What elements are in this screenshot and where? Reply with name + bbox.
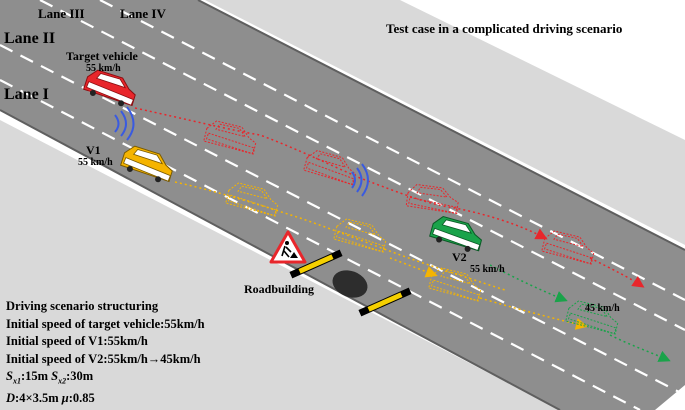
v2-final-speed: 45 km/h <box>585 303 620 314</box>
v1-speed: 55 km/h <box>78 157 113 168</box>
info-v2-speed: Initial speed of V2:55km/h→45km/h <box>6 351 201 366</box>
v1-path-arrow-2 <box>479 297 588 330</box>
v1-car-icon <box>120 145 173 183</box>
lane-iv-label: Lane IV <box>120 6 166 21</box>
diagram-title: Test case in a complicated driving scena… <box>386 21 623 36</box>
signal-icon-2 <box>351 163 369 197</box>
v2-path <box>489 264 568 303</box>
info-heading: Driving scenario structuring <box>6 299 159 313</box>
info-target-speed: Initial speed of target vehicle:55km/h <box>6 316 205 331</box>
v1-ghost-2-car-icon <box>333 218 387 253</box>
roadbuilding-label: Roadbuilding <box>244 282 315 296</box>
pothole-icon <box>332 270 368 298</box>
lane-i-label: Lane I <box>4 86 49 103</box>
warning-sign-icon <box>269 230 307 264</box>
upper-shoulder <box>0 0 685 245</box>
barrier-icon <box>289 249 343 279</box>
info-road-params: D:4×3.5m μ:0.85 <box>6 391 95 405</box>
v2-label: V2 <box>452 250 467 264</box>
target-vehicle-label: Target vehicle <box>66 49 138 63</box>
info-v1-speed: Initial speed of V1:55km/h <box>6 334 148 348</box>
target-vehicle-speed: 55 km/h <box>86 63 121 74</box>
v1-path-arrow-1 <box>389 257 438 278</box>
signal-icon <box>114 106 135 141</box>
target-ghost-1-car-icon <box>203 120 257 155</box>
barrier-icon-2 <box>358 287 412 317</box>
target-vehicle-path-end <box>589 257 645 288</box>
lane-ii-label: Lane II <box>4 30 56 47</box>
v2-speed: 55 km/h <box>470 264 505 275</box>
v2-path-end <box>609 334 671 362</box>
info-distances: Sx1:15m Sx2:30m <box>6 369 94 386</box>
target-vehicle-car-icon <box>83 69 136 107</box>
v2-car-icon <box>429 216 483 252</box>
lane-iii-label: Lane III <box>38 6 85 21</box>
target-vehicle-path <box>134 107 548 240</box>
road-edge-top <box>197 0 685 251</box>
lower-shoulder <box>0 120 560 410</box>
scenario-info: Driving scenario structuring Initial spe… <box>6 298 205 408</box>
v1-label: V1 <box>86 143 101 157</box>
v1-ghost-1-car-icon <box>225 182 279 217</box>
